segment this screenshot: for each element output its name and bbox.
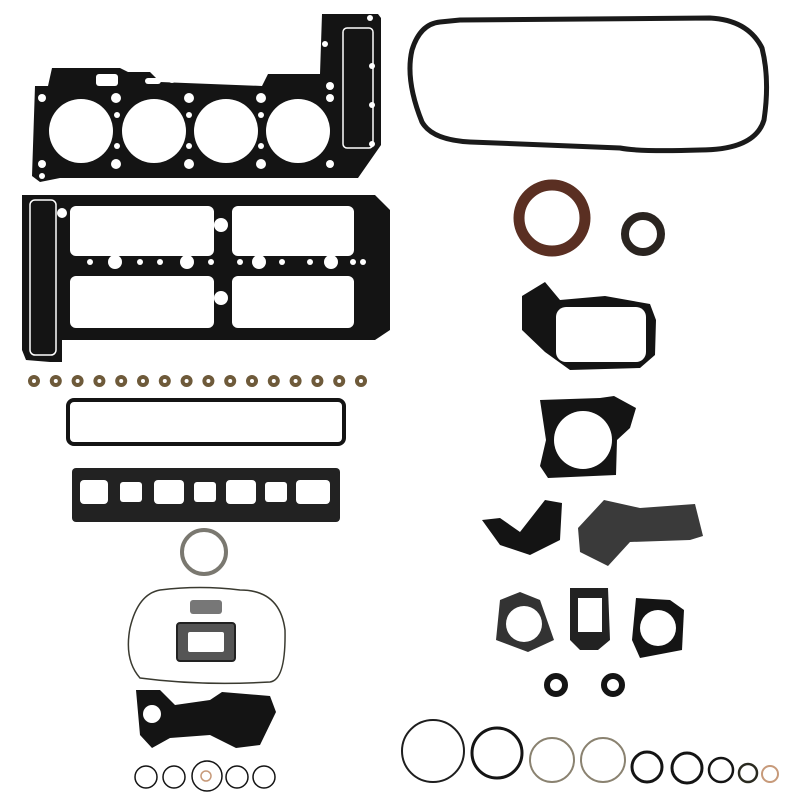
o-ring <box>470 726 524 780</box>
o-ring <box>401 719 465 783</box>
copper-washer <box>200 770 212 782</box>
o-ring <box>252 765 276 789</box>
valve-stem-seal <box>246 375 258 387</box>
flange-gasket-c <box>632 598 684 658</box>
valve-stem-seal <box>93 375 106 387</box>
banjo-gasket-b <box>601 673 625 697</box>
valve-stem-seal <box>289 375 302 387</box>
valve-stem-seal <box>355 375 367 387</box>
o-ring <box>134 765 158 789</box>
valve-stem-seal <box>333 375 346 387</box>
valve-stem-seal <box>158 375 171 387</box>
oil-cooler-gasket <box>136 690 276 748</box>
valve-stem-seal <box>115 375 128 387</box>
valve-stem-seals <box>28 375 367 387</box>
valve-stem-seal <box>202 375 215 387</box>
thermostat-housing-gasket <box>522 282 656 370</box>
water-pump-gasket <box>540 396 636 478</box>
o-ring <box>737 762 759 784</box>
o-ring <box>761 765 779 783</box>
exhaust-manifold-gasket <box>72 468 340 522</box>
valve-stem-seal <box>311 375 324 387</box>
crank-seal-large <box>513 179 591 257</box>
orings-bottom <box>401 719 779 785</box>
egr-gasket-b <box>578 500 703 566</box>
o-ring <box>529 737 575 783</box>
valve-stem-seal <box>49 375 62 387</box>
crank-seal-small <box>621 212 665 256</box>
o-ring <box>707 756 735 784</box>
o-ring <box>225 765 249 789</box>
turbo-oring-gasket <box>127 586 286 685</box>
valve-cover-gasket <box>22 195 390 362</box>
intake-gasket <box>66 398 346 446</box>
banjo-gasket-a <box>544 673 568 697</box>
valve-stem-seal <box>137 375 149 387</box>
o-ring <box>162 765 186 789</box>
o-ring <box>191 760 223 792</box>
oil-pan-gasket <box>407 15 770 154</box>
flange-gasket-a <box>496 592 554 652</box>
turbo-flange-small <box>190 600 222 614</box>
o-ring <box>670 751 704 785</box>
valve-stem-seal <box>267 375 280 387</box>
cylinder-head-gasket <box>32 14 381 182</box>
valve-stem-seal <box>28 375 40 387</box>
egr-gasket-a <box>482 500 562 555</box>
valve-stem-seal <box>224 375 237 387</box>
o-ring <box>580 737 626 783</box>
valve-stem-seal <box>71 375 84 387</box>
valve-stem-seal <box>180 375 193 387</box>
small-orings-left <box>134 760 276 792</box>
flange-gasket-b <box>570 588 610 650</box>
exhaust-ring <box>180 528 228 576</box>
o-ring <box>630 750 664 784</box>
